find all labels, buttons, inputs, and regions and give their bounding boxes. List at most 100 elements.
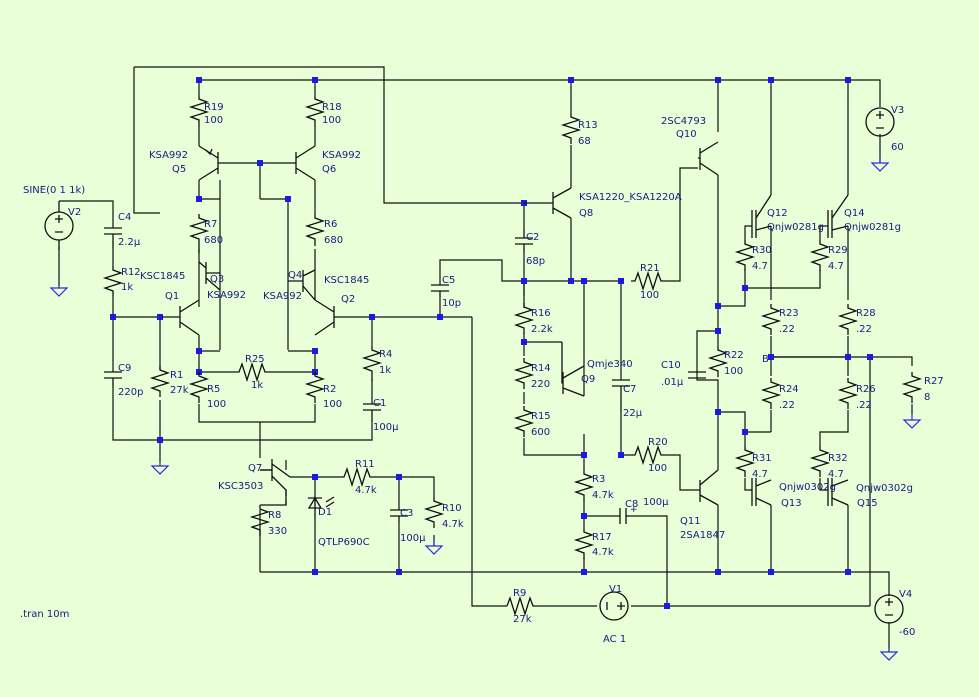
label-r2-ref: R2	[323, 384, 336, 395]
label-r15-val: 600	[531, 427, 550, 438]
capacitors: +	[104, 227, 706, 524]
label-r11-ref: R11	[355, 459, 375, 470]
resistor-r29	[809, 240, 831, 271]
label-r6-ref: R6	[324, 219, 337, 230]
label-r17-val: 4.7k	[592, 547, 614, 558]
label-c2-ref: C2	[526, 232, 539, 243]
label-r8-val: 330	[268, 526, 287, 537]
net-label-output: B	[762, 354, 769, 365]
resistor-r22	[707, 346, 729, 377]
label-r21-ref: R21	[640, 263, 660, 274]
resistor-r27	[901, 372, 923, 403]
transistor-q11	[698, 469, 719, 506]
label-r19-ref: R19	[204, 102, 224, 113]
label-c5-val: 10p	[442, 298, 461, 309]
label-v2-value: SINE(0 1 1k)	[23, 185, 85, 196]
transistor-q6	[288, 145, 316, 181]
ground-q1	[150, 462, 170, 475]
label-r29-val: 4.7	[828, 261, 844, 272]
label-r3-ref: R3	[592, 474, 605, 485]
label-r10-val: 4.7k	[442, 519, 464, 530]
label-r22-val: 100	[724, 366, 743, 377]
transistor-q7	[260, 459, 291, 505]
transistor-q3	[198, 261, 221, 291]
label-r1-ref: R1	[170, 370, 183, 381]
source-v3	[865, 107, 895, 137]
source-v2	[44, 201, 74, 250]
label-r16-val: 2.2k	[531, 324, 553, 335]
source-v1	[599, 591, 629, 621]
sources	[44, 107, 904, 624]
label-q5-model: KSA992	[149, 150, 188, 161]
label-c2-val: 68p	[526, 256, 545, 267]
resistor-r8	[249, 505, 271, 536]
label-v4-value: -60	[899, 627, 915, 638]
label-q2-ref: Q2	[341, 294, 355, 305]
transistor-q15	[827, 478, 849, 506]
resistor-r30	[734, 240, 756, 271]
resistor-r10	[423, 497, 445, 528]
label-r17-ref: R17	[592, 532, 612, 543]
spice-directive: .tran 10m	[20, 609, 69, 620]
ground-v4	[879, 648, 899, 661]
label-r5-val: 100	[207, 399, 226, 410]
transistor-q2	[314, 299, 338, 336]
label-v1-value: AC 1	[603, 634, 626, 645]
label-r16-ref: R16	[531, 308, 551, 319]
label-r5-ref: R5	[207, 384, 220, 395]
label-r20-ref: R20	[648, 437, 668, 448]
label-v3-value: 60	[891, 142, 904, 153]
label-r4-val: 1k	[379, 365, 391, 376]
label-c7-ref: C7	[623, 384, 636, 395]
label-q14-ref: Q14	[844, 208, 865, 219]
label-q10-model: 2SC4793	[661, 116, 706, 127]
transistor-q8	[524, 187, 572, 219]
label-q9-ref: Q9	[581, 374, 595, 385]
svg-text:+: +	[630, 505, 638, 515]
label-r1-val: 27k	[170, 385, 189, 396]
label-r25-ref: R25	[245, 354, 265, 365]
label-c10-ref: C10	[661, 360, 681, 371]
label-c4-val: 2.2µ	[118, 237, 141, 248]
label-r28-val: .22	[856, 324, 872, 335]
label-r14-val: 220	[531, 379, 550, 390]
label-q12-ref: Q12	[767, 208, 788, 219]
label-r2-val: 100	[323, 399, 342, 410]
labels: R19 100 R18 100 R7 680 R6 680 R12 1k R1 …	[20, 102, 944, 645]
transistor-q1	[162, 299, 200, 336]
capacitor-c9	[104, 371, 122, 388]
capacitor-c1	[363, 403, 381, 421]
label-r32-ref: R32	[828, 453, 848, 464]
resistor-r14	[513, 358, 535, 389]
ground-symbols	[49, 158, 922, 661]
label-q13-model: Qnjw0302g	[779, 482, 836, 493]
label-r8-ref: R8	[268, 510, 281, 521]
label-c1-ref: C1	[373, 398, 386, 409]
label-r4-ref: R4	[379, 349, 392, 360]
transistor-q12	[751, 194, 772, 238]
transistor-q4	[288, 269, 316, 301]
resistor-r31	[734, 446, 756, 477]
label-q7-model: KSC3503	[218, 481, 263, 492]
label-r30-ref: R30	[752, 245, 772, 256]
label-q11-ref: Q11	[680, 516, 701, 527]
label-c8-val: 100µ	[643, 497, 669, 508]
ground-r10	[424, 540, 444, 555]
resistor-r15	[513, 406, 535, 437]
label-r10-ref: R10	[442, 503, 462, 514]
label-r32-val: 4.7	[828, 469, 844, 480]
ground-v3	[870, 158, 890, 172]
label-r26-ref: R26	[856, 384, 876, 395]
label-v2-ref: V2	[68, 207, 81, 218]
label-r30-val: 4.7	[752, 261, 768, 272]
transistor-q13	[751, 478, 772, 506]
junction-dots	[110, 77, 873, 609]
label-c9-val: 220p	[118, 387, 143, 398]
resistor-r16	[513, 303, 535, 334]
label-r21-val: 100	[640, 290, 659, 301]
label-c4-ref: C4	[118, 212, 131, 223]
resistor-r25	[235, 361, 270, 383]
label-r27-ref: R27	[924, 376, 944, 387]
resistor-r20	[631, 444, 667, 466]
